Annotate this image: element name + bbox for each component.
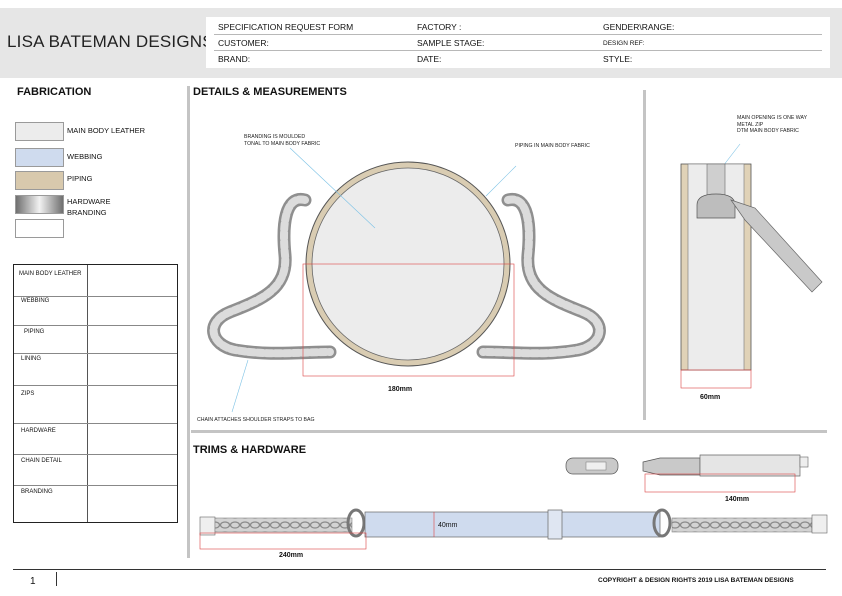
swatch-webbing [15,148,64,167]
spec-request-label: SPECIFICATION REQUEST FORM [218,22,354,32]
trims-title: TRIMS & HARDWARE [193,444,307,456]
design-ref-field[interactable]: DESIGN REF: [603,40,645,47]
table-row-webbing: WEBBING [21,298,50,304]
swatch-label-piping: PIPING [67,174,93,183]
swatch-piping [15,171,64,190]
factory-field[interactable]: FACTORY : [417,22,462,32]
dim-webbing: 40mm [438,522,458,529]
brand-title: LISA BATEMAN DESIGNS [7,32,214,51]
swatch-label-webbing: WEBBING [67,152,103,161]
table-row-chain-detail: CHAIN DETAIL [21,458,62,464]
customer-field[interactable]: CUSTOMER: [218,38,269,48]
section-divider [187,86,190,558]
footer-separator [56,572,57,586]
section-divider [643,90,646,420]
note-piping: PIPING IN MAIN BODY FABRIC [515,143,590,149]
swatch-blank [15,219,64,238]
swatch-main-body-leather [15,122,64,141]
page-number: 1 [30,576,36,587]
spec-form: SPECIFICATION REQUEST FORM CUSTOMER: BRA… [206,17,830,68]
details-title: DETAILS & MEASUREMENTS [193,86,347,98]
gender-range-field[interactable]: GENDER\RANGE: [603,22,675,32]
dim-puller: 140mm [725,496,750,503]
section-divider [191,430,827,433]
table-row-piping: PIPING [24,329,45,335]
dim-depth: 60mm [700,394,721,401]
swatch-label-branding: BRANDING [67,208,107,217]
fabrication-title: FABRICATION [17,86,92,98]
table-row-branding: BRANDING [21,489,53,495]
table-row-lining: LINING [21,356,42,362]
dim-width: 180mm [388,386,413,393]
dim-chain: 240mm [279,552,304,559]
footer-rule [13,569,826,570]
swatch-label-hardware: HARDWARE [67,197,111,206]
swatch-hardware [15,195,64,214]
table-row-hardware: HARDWARE [21,428,56,434]
table-row-main-body-leather: MAIN BODY LEATHER [19,271,82,277]
table-row-zips: ZIPS [21,391,35,397]
date-field[interactable]: DATE: [417,54,442,64]
sample-stage-field[interactable]: SAMPLE STAGE: [417,38,485,48]
style-field[interactable]: STYLE: [603,54,633,64]
spec-table: MAIN BODY LEATHER WEBBING PIPING LINING … [13,264,178,523]
note-chain: CHAIN ATTACHES SHOULDER STRAPS TO BAG [197,417,315,423]
swatch-label-main-body: MAIN BODY LEATHER [67,126,146,135]
copyright-text: COPYRIGHT & DESIGN RIGHTS 2019 LISA BATE… [598,577,794,584]
brand-field[interactable]: BRAND: [218,54,251,64]
